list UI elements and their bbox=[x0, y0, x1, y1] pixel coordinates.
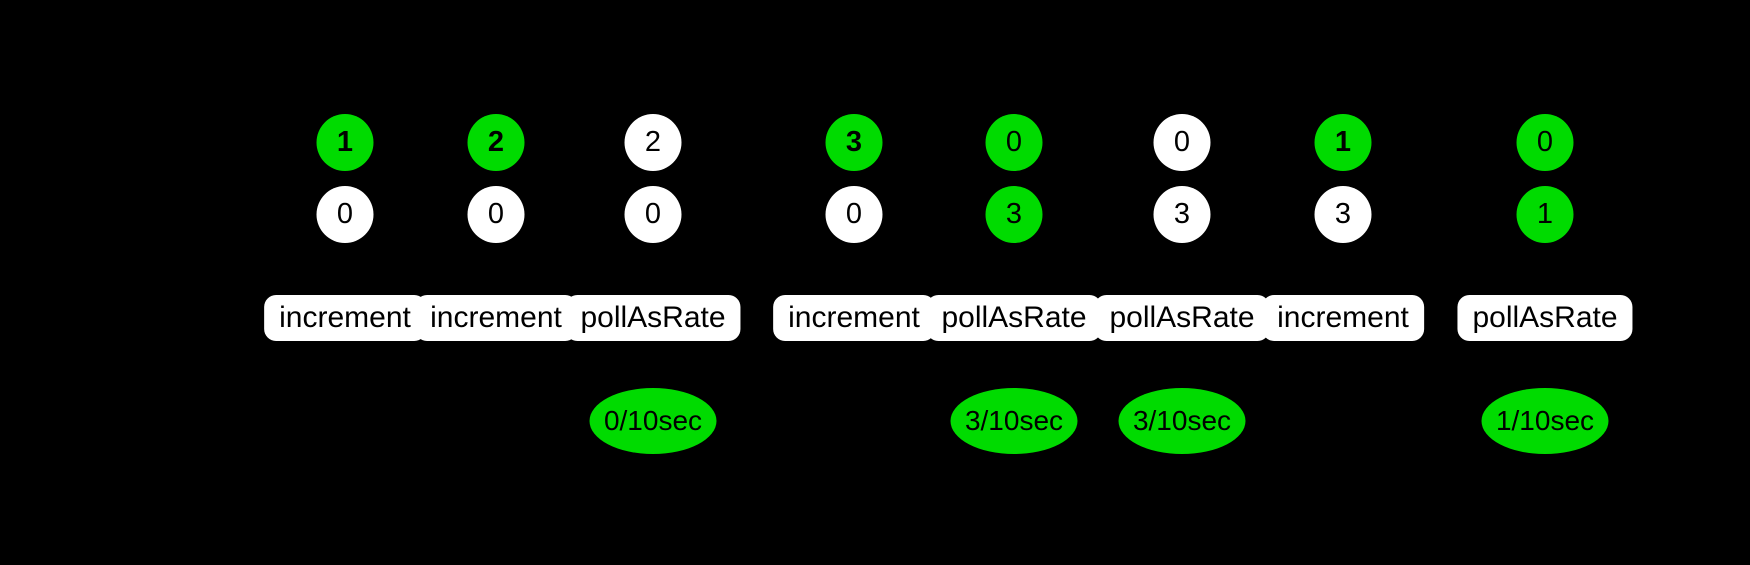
reported-value-node: 0 bbox=[316, 186, 374, 243]
action-node: increment bbox=[264, 295, 426, 341]
rate-node: 1/10sec bbox=[1481, 388, 1609, 454]
counter-value-node: 2 bbox=[624, 114, 682, 171]
counter-value-node: 2 bbox=[467, 114, 525, 171]
reported-value-node: 3 bbox=[985, 186, 1043, 243]
counter-value-node: 0 bbox=[985, 114, 1043, 171]
reported-value-node: 3 bbox=[1153, 186, 1211, 243]
reported-value-node: 0 bbox=[467, 186, 525, 243]
reported-value-node: 0 bbox=[624, 186, 682, 243]
action-node: pollAsRate bbox=[1457, 295, 1633, 341]
action-node: increment bbox=[1262, 295, 1424, 341]
rate-node: 3/10sec bbox=[1118, 388, 1246, 454]
counter-value-node: 0 bbox=[1153, 114, 1211, 171]
reported-value-node: 0 bbox=[825, 186, 883, 243]
counter-value-node: 1 bbox=[1314, 114, 1372, 171]
rate-node: 0/10sec bbox=[589, 388, 717, 454]
action-node: pollAsRate bbox=[565, 295, 741, 341]
action-node: pollAsRate bbox=[926, 295, 1102, 341]
reported-value-node: 3 bbox=[1314, 186, 1372, 243]
action-node: increment bbox=[773, 295, 935, 341]
reported-value-node: 1 bbox=[1516, 186, 1574, 243]
counter-value-node: 3 bbox=[825, 114, 883, 171]
counter-value-node: 1 bbox=[316, 114, 374, 171]
action-node: pollAsRate bbox=[1094, 295, 1270, 341]
action-node: increment bbox=[415, 295, 577, 341]
counter-value-node: 0 bbox=[1516, 114, 1574, 171]
rate-node: 3/10sec bbox=[950, 388, 1078, 454]
